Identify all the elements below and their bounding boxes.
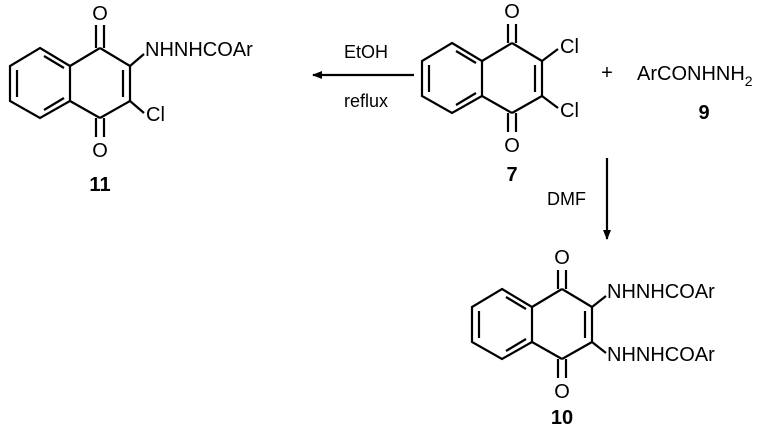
compound-9-formula: ArCONHNH2 — [637, 63, 753, 89]
arrow-1-condition-above: EtOH — [344, 42, 388, 62]
compound-10-bottom-oxygen: O — [554, 381, 570, 403]
compound-9-label: 9 — [698, 102, 709, 124]
compound-10-label: 10 — [551, 407, 573, 427]
compound-7-label: 7 — [506, 164, 517, 186]
compound-7-bonds — [420, 24, 559, 132]
reaction-arrow-dmf: DMF — [547, 158, 611, 240]
compound-11-chloro-group: Cl — [146, 104, 165, 126]
compound-7-bottom-oxygen: O — [504, 135, 520, 157]
arrow-1-condition-below: reflux — [344, 91, 388, 111]
compound-9: ArCONHNH2 9 — [637, 63, 753, 124]
compound-7-upper-chloro: Cl — [560, 36, 579, 58]
compound-7: O O Cl Cl 7 — [420, 1, 579, 186]
plus-sign: + — [601, 62, 613, 84]
compound-10-top-oxygen: O — [554, 247, 570, 269]
compound-10-lower-hydrazide-group: NHNHCOAr — [607, 344, 715, 366]
compound-7-lower-chloro: Cl — [560, 100, 579, 122]
compound-10-bonds — [470, 270, 607, 378]
compound-10-upper-hydrazide-group: NHNHCOAr — [607, 281, 715, 303]
compound-9-formula-subscript: 2 — [745, 73, 753, 89]
compound-11-hydrazide-group: NHNHCOAr — [145, 39, 253, 61]
compound-11: O O NHNHCOAr Cl 11 — [8, 3, 253, 196]
compound-7-top-oxygen: O — [504, 1, 520, 23]
compound-11-bottom-oxygen: O — [92, 140, 108, 162]
compound-11-top-oxygen: O — [92, 3, 108, 25]
arrow-2-condition: DMF — [547, 189, 586, 209]
compound-9-formula-main: ArCONHNH — [637, 63, 745, 85]
compound-11-label: 11 — [89, 174, 110, 196]
reaction-arrow-ethanol-reflux: EtOH reflux — [312, 42, 414, 111]
compound-10: O O NHNHCOAr NHNHCOAr 10 — [470, 247, 715, 427]
compound-11-bonds — [8, 25, 145, 137]
